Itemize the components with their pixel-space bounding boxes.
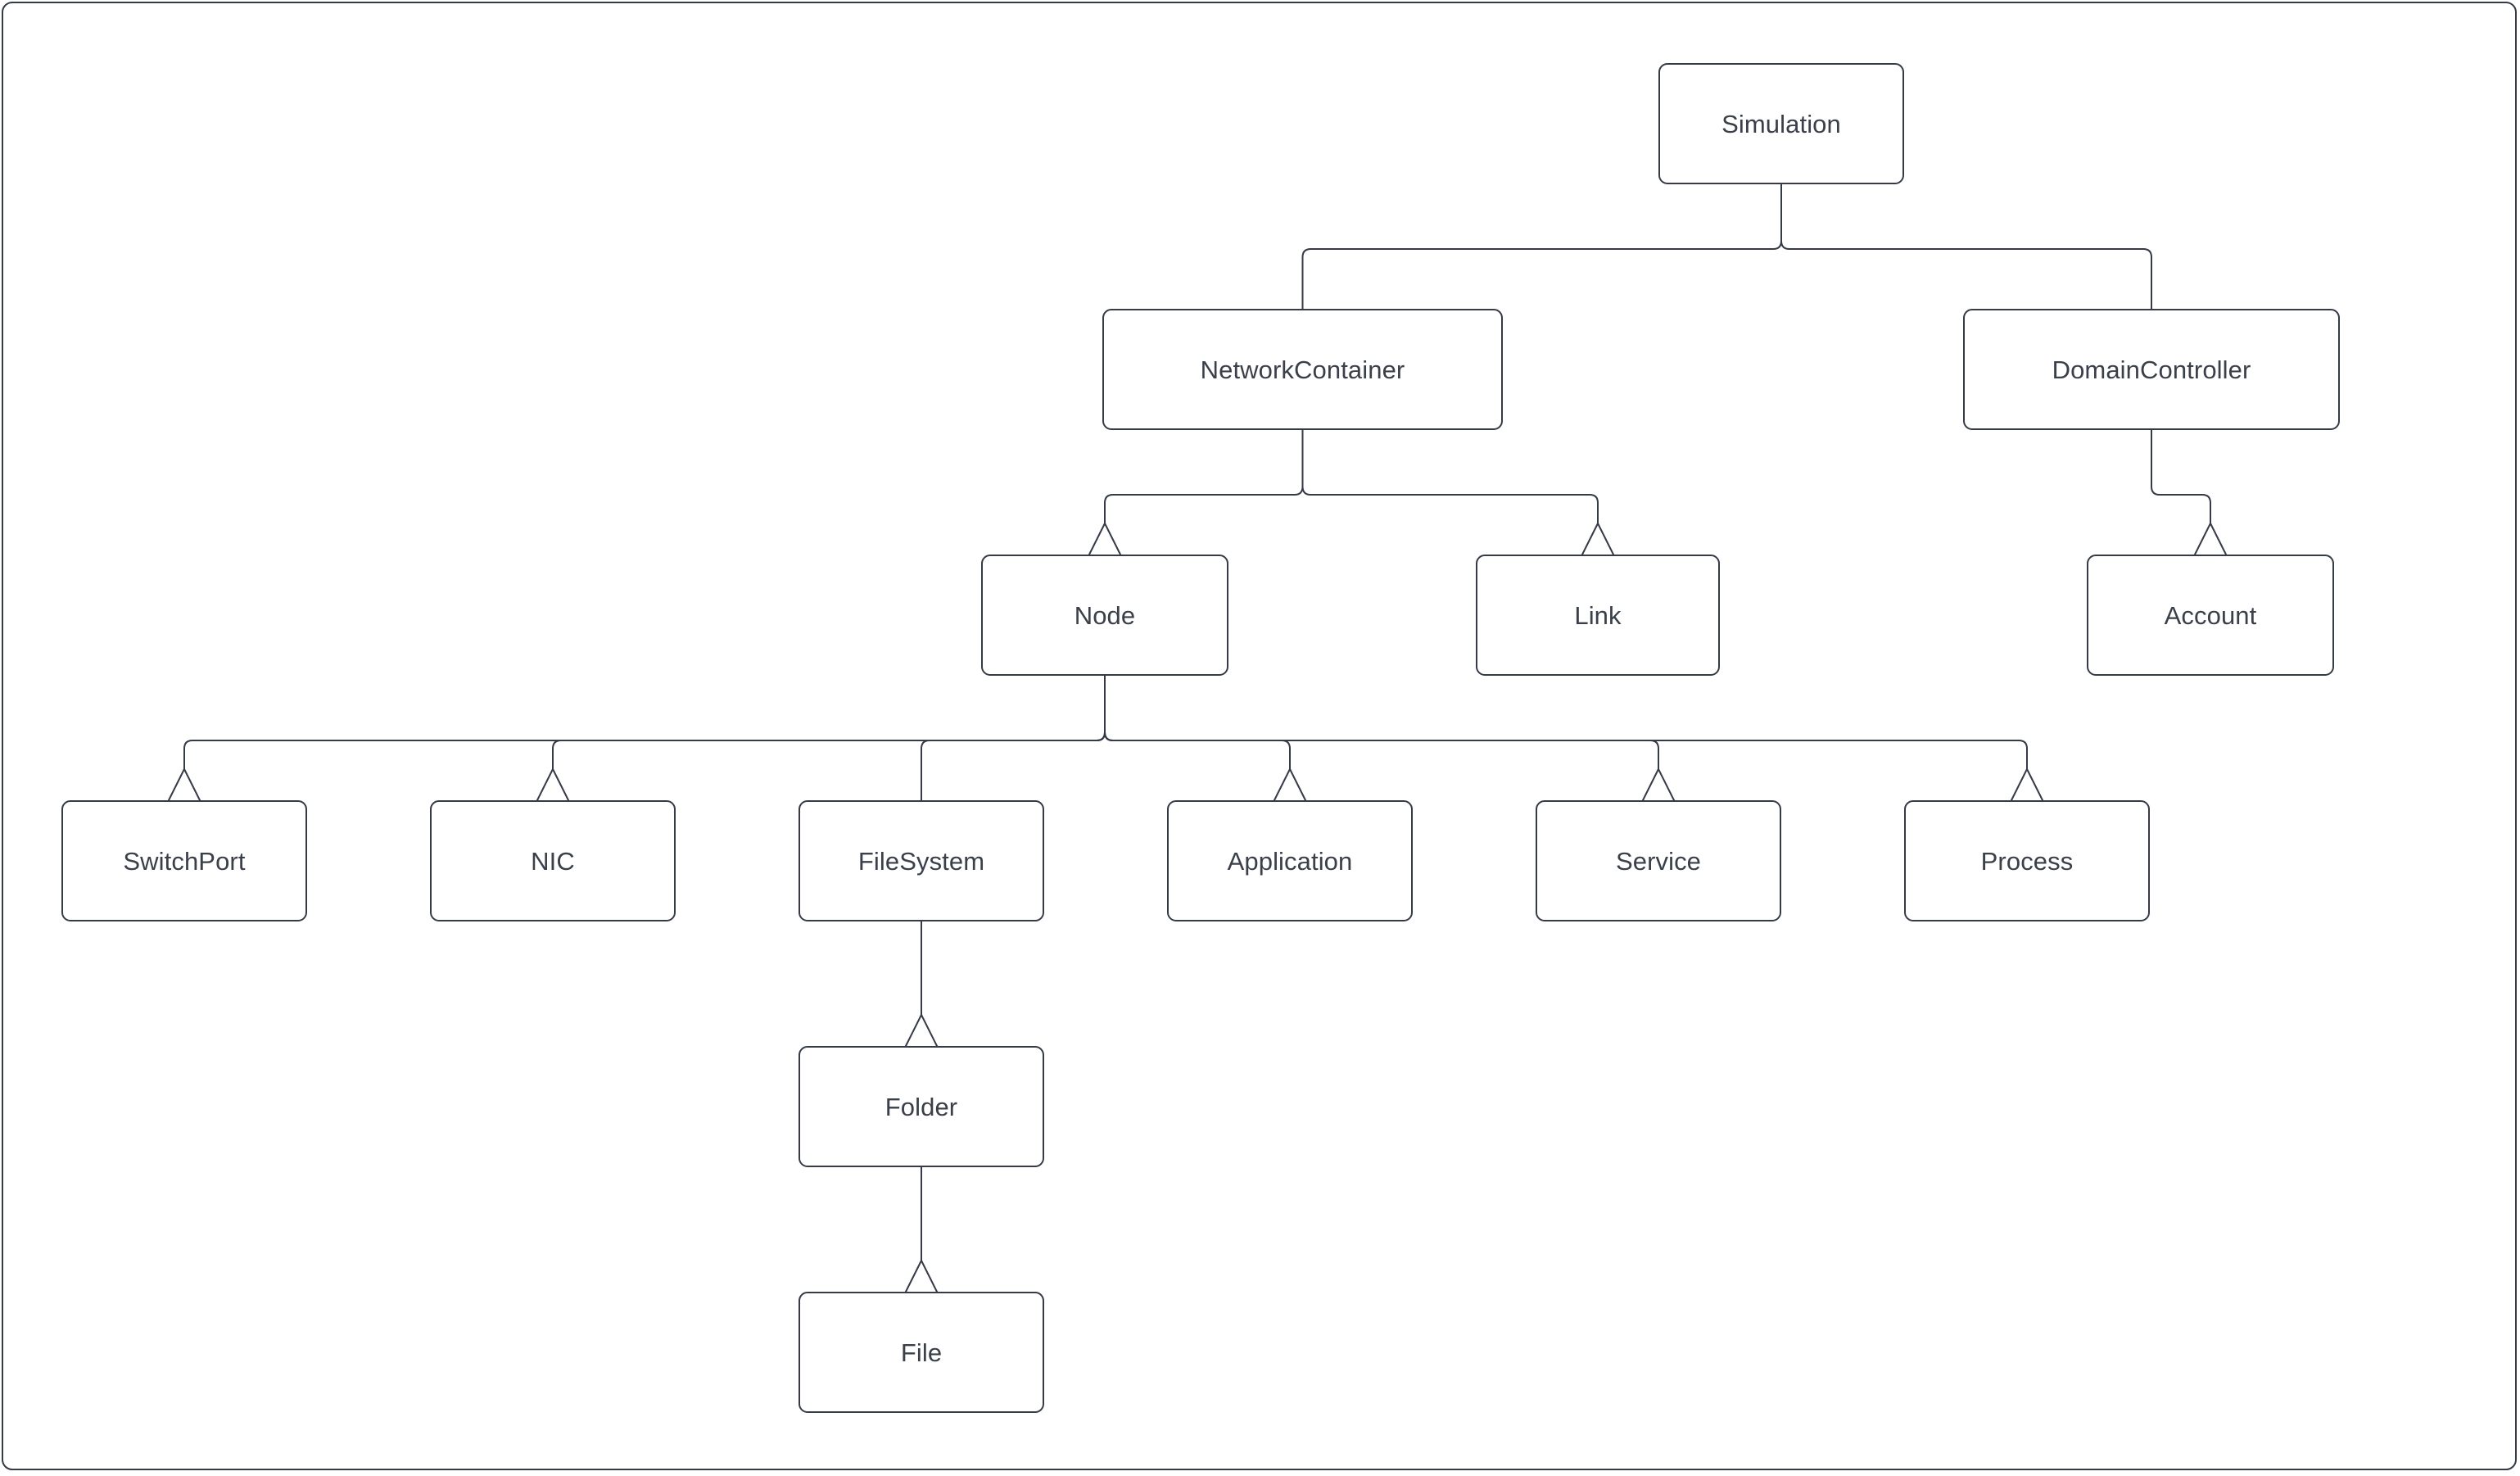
class-node-label: Node [1074,600,1136,630]
edge-node-to-switchport [183,675,1106,770]
class-node-networkcontainer[interactable]: NetworkContainer [1102,309,1503,430]
generalization-arrowhead [1274,768,1306,801]
class-node-link[interactable]: Link [1476,555,1720,676]
class-node-filesystem[interactable]: FileSystem [799,800,1044,921]
edge-node-to-filesystem [921,675,1106,801]
class-node-account[interactable]: Account [2087,555,2334,676]
class-node-nic[interactable]: NIC [430,800,676,921]
class-node-label: Service [1615,846,1702,876]
class-node-label: Link [1574,600,1622,630]
class-node-label: Folder [884,1092,958,1121]
class-node-label: FileSystem [857,846,985,876]
edge-node-to-nic [552,675,1106,770]
edge-node-to-application [1104,675,1291,770]
class-node-domaincontroller[interactable]: DomainController [1963,309,2340,430]
edge-node-to-service [1104,675,1659,770]
edge-simulation-to-domaincontroller [1780,183,2152,310]
class-node-label: Process [1980,846,2074,876]
class-node-label: Simulation [1721,109,1841,138]
class-node-label: File [900,1338,943,1367]
edge-networkcontainer-to-node [1104,429,1304,524]
class-node-label: NIC [531,846,575,876]
generalization-arrowhead [905,1260,938,1293]
class-node-simulation[interactable]: Simulation [1658,63,1904,184]
class-node-label: DomainController [2052,355,2251,384]
class-node-label: NetworkContainer [1200,355,1405,384]
class-node-switchport[interactable]: SwitchPort [61,800,307,921]
edge-node-to-process [1104,675,2028,770]
edge-domaincontroller-to-account [2151,429,2211,524]
class-node-label: Application [1227,846,1353,876]
generalization-arrowhead [536,768,569,801]
edge-simulation-to-networkcontainer [1301,183,1782,310]
generalization-arrowhead [905,1014,938,1047]
class-node-folder[interactable]: Folder [799,1046,1044,1167]
class-node-process[interactable]: Process [1904,800,2150,921]
class-node-node[interactable]: Node [981,555,1228,676]
generalization-arrowhead [1088,523,1121,555]
generalization-arrowhead [2194,523,2227,555]
class-node-service[interactable]: Service [1536,800,1781,921]
class-node-label: Account [2164,600,2257,630]
class-node-file[interactable]: File [799,1292,1044,1413]
generalization-arrowhead [168,768,201,801]
generalization-arrowhead [1581,523,1614,555]
class-node-application[interactable]: Application [1167,800,1413,921]
edge-networkcontainer-to-link [1301,429,1599,524]
generalization-arrowhead [1642,768,1675,801]
class-node-label: SwitchPort [123,846,246,876]
generalization-arrowhead [2011,768,2043,801]
